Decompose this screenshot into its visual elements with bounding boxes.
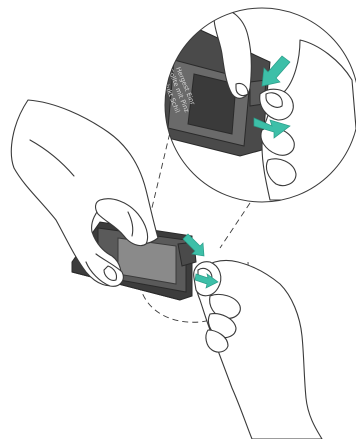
magnified-view: Produkt Schil Sollte mit Pinz Hergest Ei… xyxy=(158,8,356,202)
right-hand xyxy=(194,261,322,439)
zoom-guide-line-right xyxy=(220,203,250,248)
